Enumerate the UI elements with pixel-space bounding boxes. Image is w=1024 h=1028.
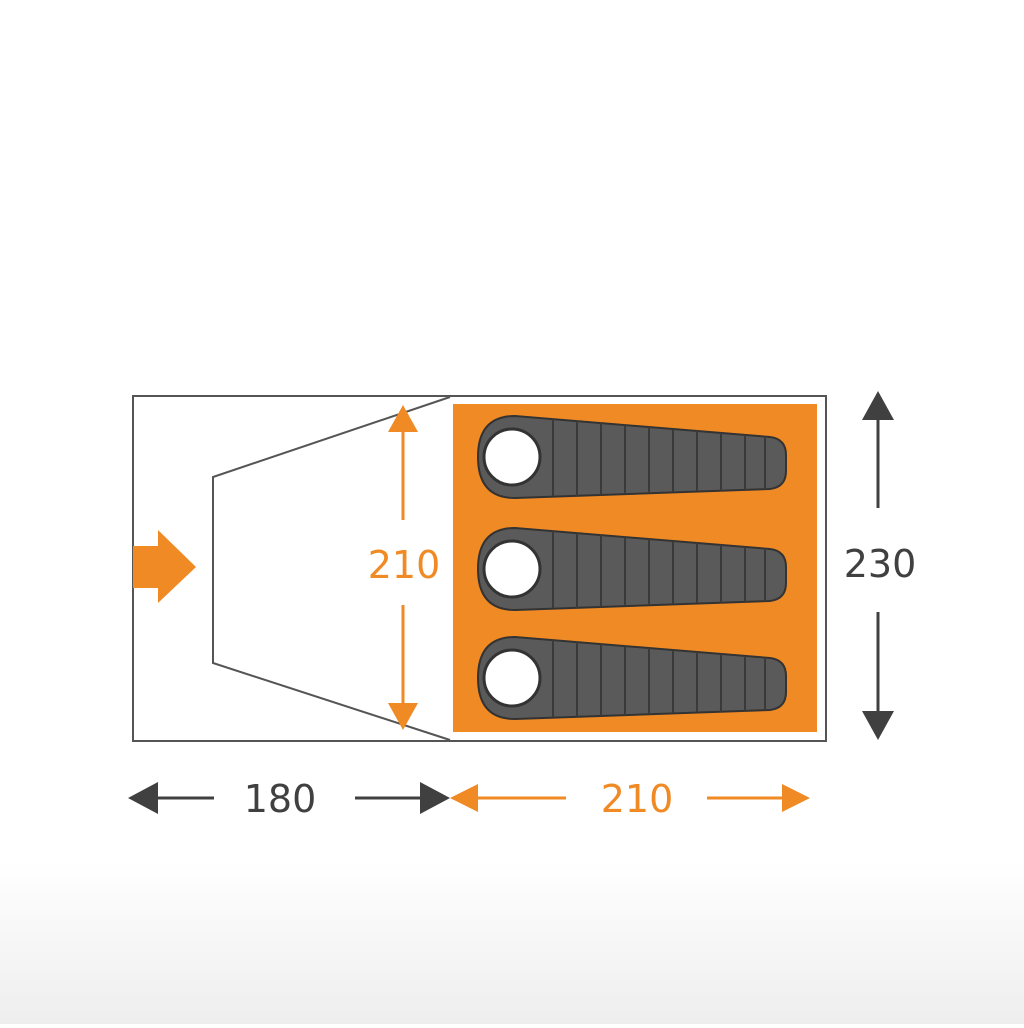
sleeping-bag-1 (476, 414, 787, 500)
inner-height-label: 210 (368, 543, 441, 587)
sleeping-bag-2 (476, 526, 787, 612)
dimension-arrow-icon (450, 784, 478, 812)
dimension-arrow-icon (782, 784, 810, 812)
dimension-arrow-icon (862, 391, 894, 420)
dimension-arrow-icon (128, 782, 158, 814)
pillow-icon (482, 648, 542, 708)
total-depth-dimension: 230 (844, 391, 917, 740)
vestibule-length-label: 180 (244, 777, 317, 821)
sleeping-bag-3 (476, 635, 787, 721)
inner-height-dimension: 210 (368, 405, 441, 730)
pillow-icon (482, 427, 542, 487)
inner-length-dimension: 210 (450, 777, 810, 821)
total-depth-label: 230 (844, 542, 917, 586)
dimension-arrow-icon (420, 782, 450, 814)
dimension-arrow-icon (862, 711, 894, 740)
pillow-icon (482, 539, 542, 599)
vestibule-outline (212, 396, 451, 741)
dimension-arrow-icon (388, 405, 418, 432)
vestibule-length-dimension: 180 (128, 777, 450, 821)
entrance-arrow-icon (133, 530, 196, 603)
dimension-arrow-icon (388, 703, 418, 730)
inner-length-label: 210 (601, 777, 674, 821)
